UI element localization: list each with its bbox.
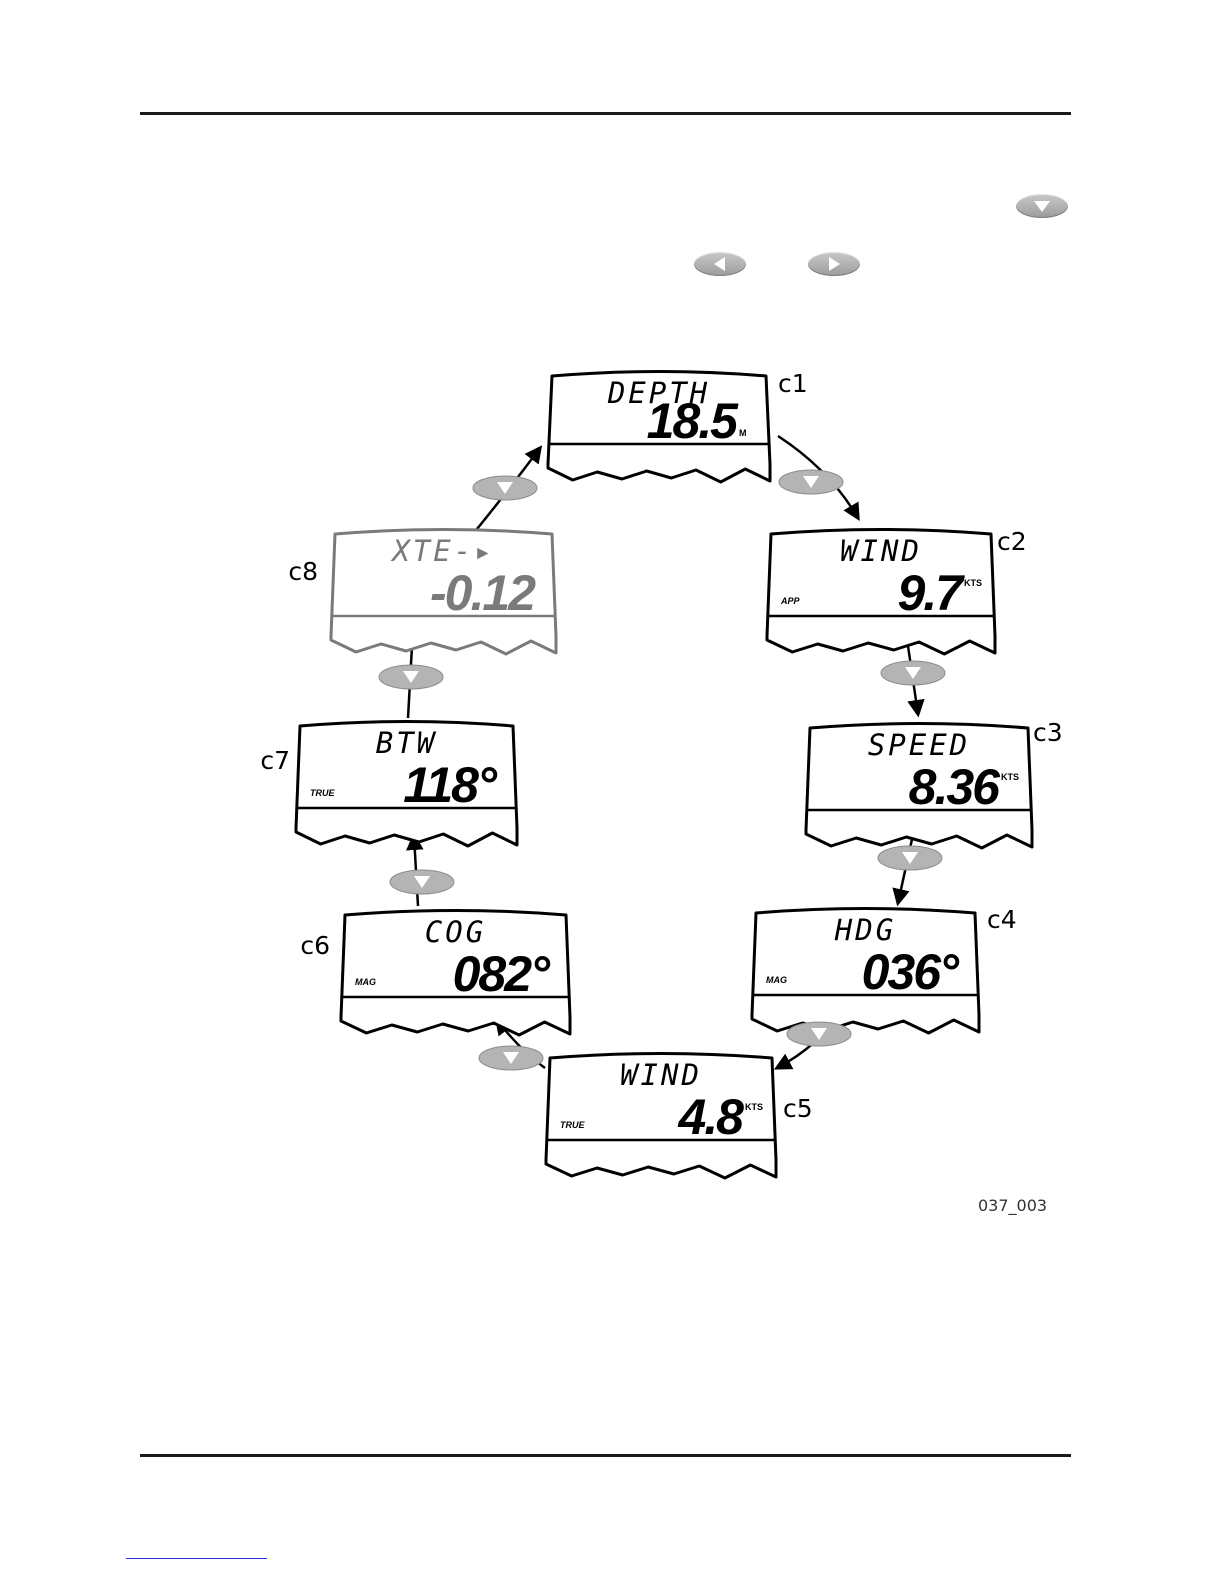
lcd-value: -0.12: [430, 565, 536, 621]
down-arrow-key-icon: [479, 1046, 543, 1070]
lcd-function-name: SPEED: [868, 728, 970, 762]
lcd-function-name: XTE-▸: [390, 534, 494, 568]
screen-label: c4: [987, 905, 1017, 934]
lcd-value: 082°: [453, 946, 551, 1002]
lcd-value: 9.7: [897, 565, 965, 621]
screen-label: c7: [260, 746, 290, 775]
lcd-unit: M: [739, 428, 747, 438]
lcd-mode-label: TRUE: [310, 788, 335, 798]
lcd-unit: KTS: [964, 578, 982, 588]
lcd-function-name: HDG: [834, 913, 896, 947]
lcd-unit: KTS: [745, 1102, 763, 1112]
down-arrow-key-icon: [379, 665, 443, 689]
page-link-underline: [126, 1558, 267, 1559]
lcd-value: 8.36: [909, 759, 1002, 815]
down-arrow-key-icon: [878, 846, 942, 870]
screen-label: c2: [997, 527, 1027, 556]
lcd-mode-label: MAG: [355, 977, 376, 987]
lcd-value: 118°: [403, 757, 498, 813]
lcd-value: 18.5: [647, 393, 740, 449]
lcd-unit: KTS: [1001, 772, 1019, 782]
lcd-function-name: WIND: [840, 534, 922, 568]
figure-reference: 037_003: [978, 1196, 1047, 1216]
down-arrow-key-icon: [390, 870, 454, 894]
screen-label: c8: [288, 557, 318, 586]
lcd-mode-label: APP: [780, 596, 801, 606]
screen-label: c1: [778, 369, 808, 398]
screen-label: c6: [300, 931, 330, 960]
lcd-mode-label: MAG: [766, 975, 787, 985]
down-arrow-key-icon: [881, 661, 945, 685]
lcd-mode-label: TRUE: [560, 1120, 585, 1130]
screen-label: c5: [783, 1094, 813, 1123]
lcd-function-name: WIND: [620, 1058, 702, 1092]
lcd-screen-c8: XTE-▸-0.12: [331, 530, 556, 655]
down-arrow-key-icon: [473, 476, 537, 500]
lcd-function-name: COG: [425, 915, 486, 949]
down-arrow-key-icon: [779, 470, 843, 494]
screen-label: c3: [1033, 718, 1063, 747]
lcd-function-name: BTW: [376, 726, 437, 760]
lcd-value: 4.8: [677, 1089, 744, 1145]
lcd-value: 036°: [862, 944, 960, 1000]
down-arrow-key-icon: [787, 1022, 851, 1046]
